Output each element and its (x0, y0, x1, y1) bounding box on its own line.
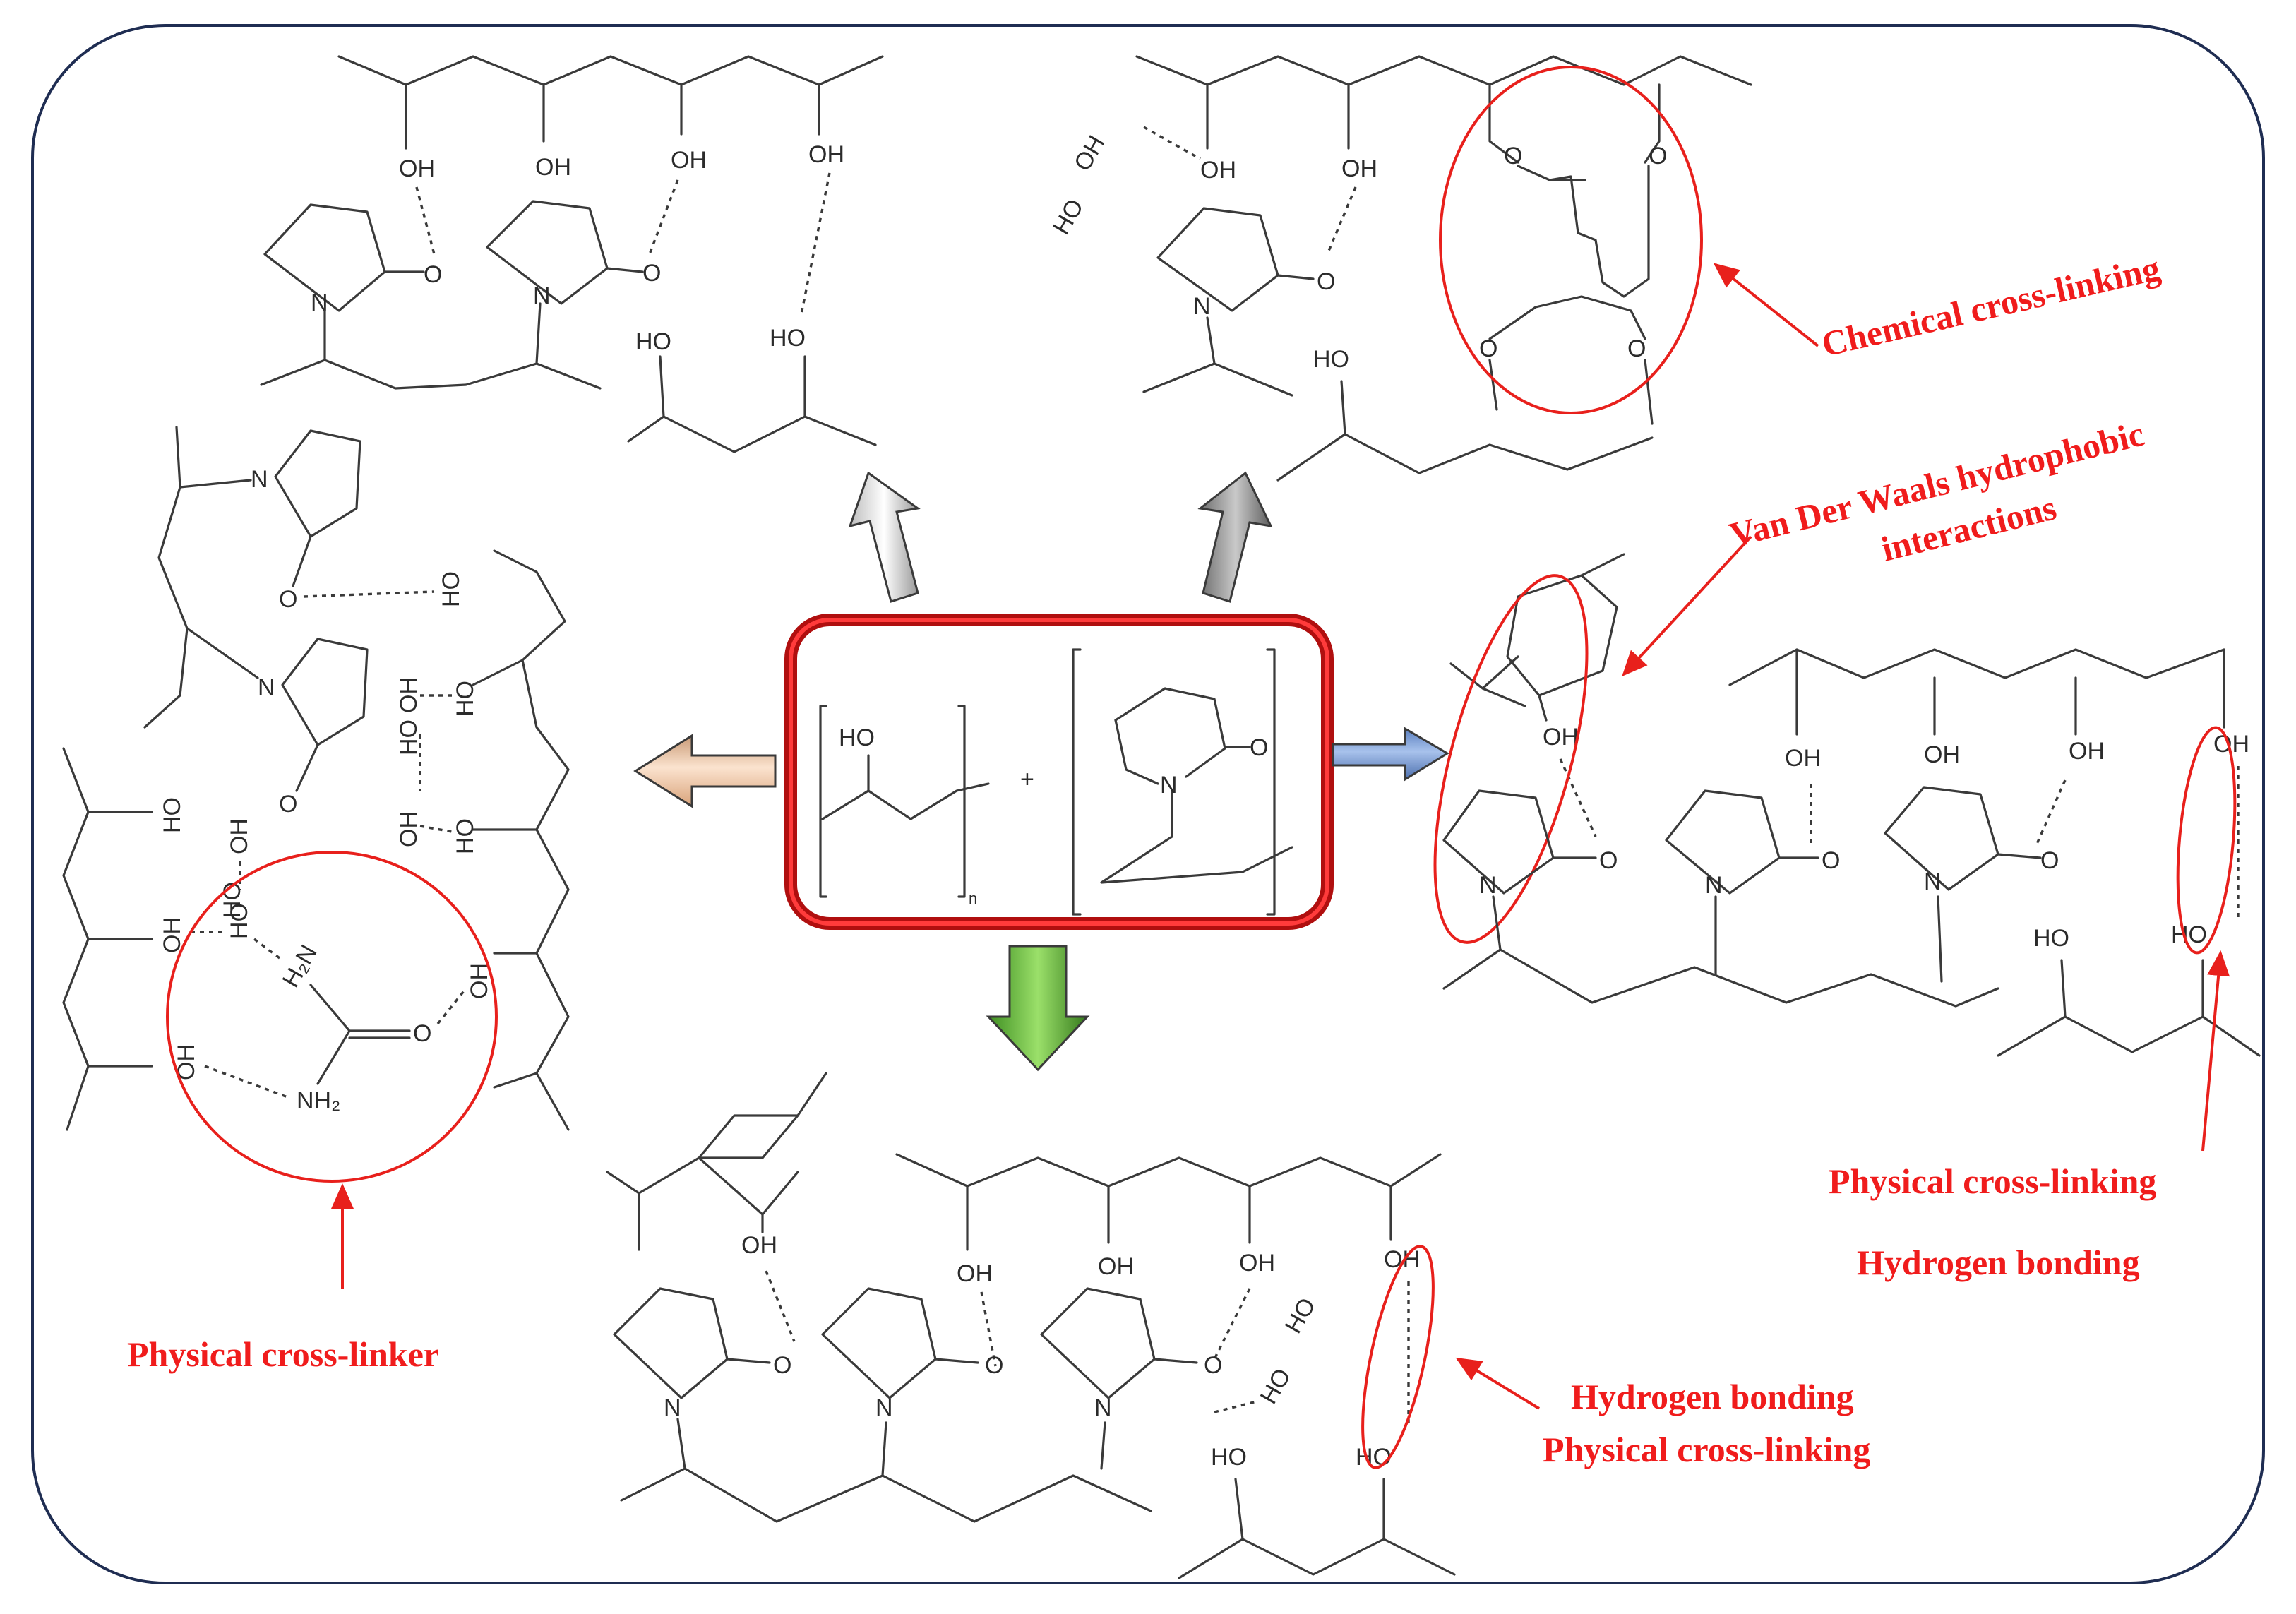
svg-text:OH: OH (1200, 157, 1236, 184)
svg-text:OH: OH (395, 811, 422, 847)
svg-text:OH: OH (535, 154, 571, 181)
svg-text:HO: HO (1313, 346, 1349, 373)
svg-text:N: N (1479, 872, 1497, 899)
svg-text:OH: OH (1785, 745, 1821, 772)
svg-text:OH: OH (395, 677, 422, 713)
svg-text:HO: HO (1048, 194, 1089, 239)
annotation-physical-crosslinker: Physical cross-linker (127, 1183, 439, 1374)
svg-text:Physical cross-linking: Physical cross-linking (1543, 1430, 1870, 1469)
svg-text:OH: OH (671, 147, 707, 174)
arrow-up-left-icon (848, 471, 921, 603)
svg-text:HO: HO (1255, 1364, 1296, 1409)
svg-text:N: N (258, 674, 275, 701)
svg-text:HO: HO (452, 818, 479, 854)
svg-text:N: N (533, 282, 551, 309)
svg-text:O: O (1822, 847, 1840, 874)
svg-text:OH: OH (957, 1260, 993, 1287)
svg-text:HO: HO (452, 681, 479, 717)
annotation-bottom-hbond-physical: Hydrogen bonding Physical cross-linking (1455, 1357, 1870, 1469)
svg-text:HO: HO (2171, 921, 2207, 948)
svg-text:O: O (1250, 734, 1268, 761)
svg-text:O: O (1204, 1352, 1222, 1379)
svg-text:HO: HO (770, 325, 806, 352)
svg-text:N: N (875, 1394, 893, 1421)
svg-text:Hydrogen bonding: Hydrogen bonding (1857, 1243, 2140, 1282)
annotation-van-der-waals: Van Der Waals hydrophobic interactions (1622, 414, 2148, 676)
svg-text:OH: OH (808, 141, 844, 168)
structure-bottom: OH O N OH OH OH OH O N O N HO HO HO HO (606, 1072, 1456, 1579)
svg-text:O: O (279, 586, 297, 613)
structure-right: OH O N OH OH OH OH O N O N HO HO (1433, 553, 2261, 1057)
svg-text:HO: HO (438, 571, 465, 607)
structure-top-left: OH OH OH OH O N O N HO HO (260, 55, 884, 453)
arrow-up-right-icon (1197, 471, 1273, 603)
arrow-right-icon (1332, 727, 1449, 782)
svg-text:HO: HO (1280, 1293, 1321, 1338)
svg-text:O: O (1504, 143, 1522, 169)
svg-text:O: O (1627, 335, 1646, 362)
svg-text:N: N (1193, 293, 1211, 320)
svg-text:O: O (985, 1352, 1003, 1379)
svg-text:+: + (1020, 766, 1034, 793)
svg-text:HO: HO (839, 724, 875, 751)
svg-text:HO: HO (635, 328, 671, 355)
svg-text:O: O (1649, 143, 1667, 169)
svg-text:N: N (1094, 1394, 1112, 1421)
center-monomer-box: HO n + N O (784, 614, 1334, 930)
svg-text:N: N (251, 466, 268, 493)
svg-text:O: O (1317, 268, 1335, 295)
svg-text:HO: HO (226, 903, 253, 939)
svg-text:OH: OH (1098, 1253, 1134, 1280)
diagram-frame (31, 24, 2265, 1584)
svg-text:N: N (1924, 868, 1942, 895)
svg-text:N: N (1705, 872, 1723, 899)
structure-top-right: OH OH HO OH O N O O O O HO (1048, 55, 1752, 482)
svg-text:OH: OH (741, 1232, 777, 1259)
annotation-right-physical-hbond: Physical cross-linking Hydrogen bonding (1829, 950, 2230, 1282)
svg-text:Physical cross-linking: Physical cross-linking (1829, 1161, 2156, 1201)
svg-text:Physical cross-linker: Physical cross-linker (127, 1334, 439, 1374)
svg-text:OH: OH (1239, 1250, 1275, 1277)
svg-text:HO: HO (2033, 925, 2069, 952)
svg-text:HO: HO (395, 719, 422, 755)
svg-text:O: O (642, 260, 661, 287)
svg-text:OH: OH (1543, 724, 1579, 751)
svg-text:N: N (1160, 772, 1178, 799)
svg-text:HO: HO (1211, 1444, 1247, 1471)
svg-text:O: O (773, 1352, 791, 1379)
svg-text:O: O (424, 261, 442, 288)
svg-text:NH₂: NH₂ (297, 1087, 340, 1114)
svg-text:OH: OH (2069, 738, 2105, 765)
svg-text:O: O (279, 791, 297, 818)
svg-text:n: n (969, 890, 977, 907)
svg-text:OH: OH (226, 818, 253, 854)
annotation-chemical-crosslinking: Chemical cross-linking (1713, 248, 2163, 364)
svg-text:H₂N: H₂N (277, 940, 323, 992)
svg-text:Chemical cross-linking: Chemical cross-linking (1818, 248, 2163, 364)
structure-left: N O HO N O HO OH HO HO OH HO OH OH OH HO… (62, 426, 570, 1183)
svg-text:OH: OH (1341, 155, 1377, 182)
svg-text:OH: OH (1924, 741, 1960, 768)
svg-text:N: N (664, 1394, 681, 1421)
svg-text:Hydrogen bonding: Hydrogen bonding (1571, 1377, 1854, 1416)
svg-text:OH: OH (399, 155, 435, 182)
arrow-down-icon (986, 945, 1090, 1072)
svg-text:HO: HO (159, 797, 186, 833)
svg-text:O: O (1479, 335, 1497, 362)
svg-text:O: O (1599, 847, 1618, 874)
svg-text:O: O (413, 1020, 431, 1047)
svg-text:OH: OH (1069, 131, 1110, 175)
svg-text:O: O (2040, 847, 2059, 874)
arrow-left-icon (633, 734, 777, 808)
svg-text:OH: OH (1384, 1246, 1420, 1273)
svg-text:HO: HO (219, 882, 246, 918)
